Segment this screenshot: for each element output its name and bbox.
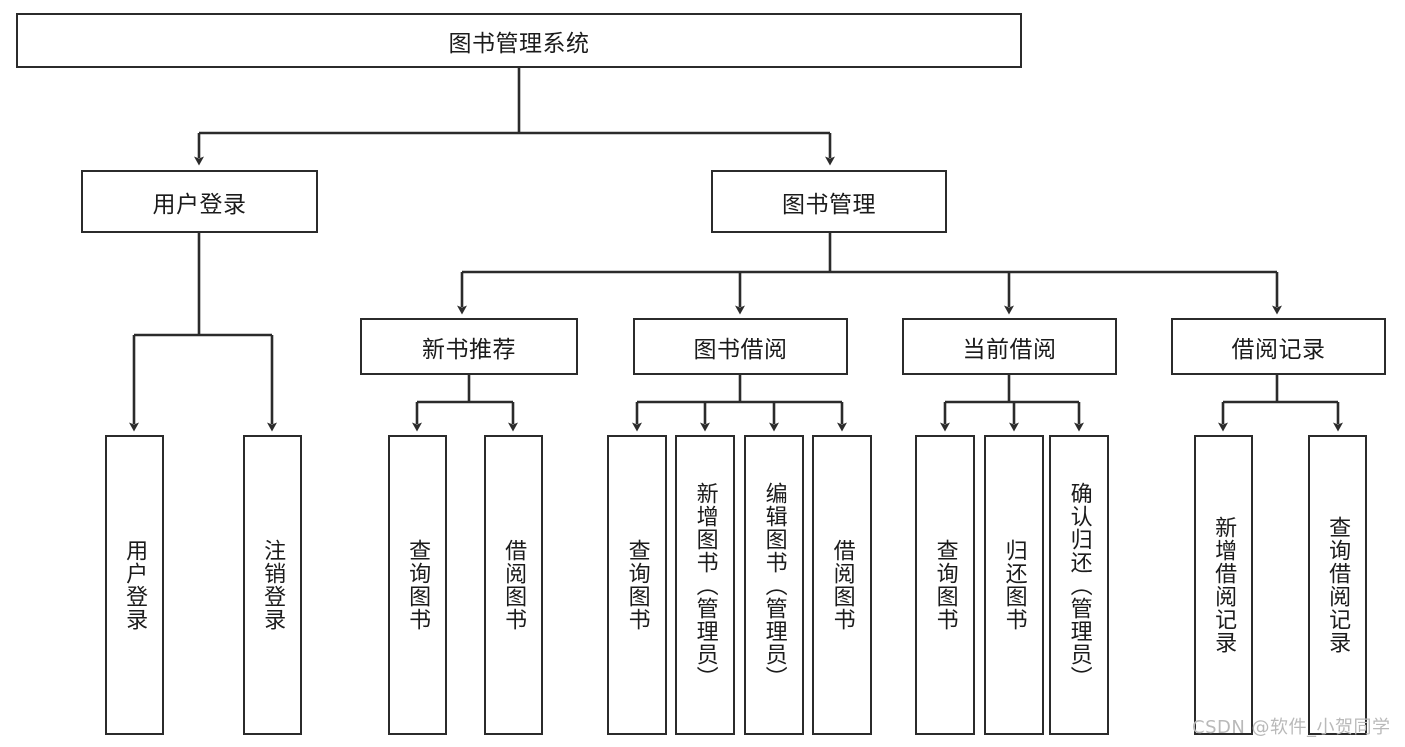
leaf-user-login-label: 用户登录 [122,539,148,631]
node-user-login[interactable]: 用户登录 [81,170,318,233]
leaf-query-book-recommend[interactable]: 查询图书 [388,435,447,735]
leaf-user-logout-label: 注销登录 [260,539,286,631]
node-new-book-recommend-label: 新书推荐 [422,336,516,363]
leaf-edit-book-admin-label: 编辑图书（管理员） [761,481,787,689]
node-book-management[interactable]: 图书管理 [711,170,947,233]
leaf-return-book-label: 归还图书 [1001,539,1027,631]
leaf-query-book-current-label: 查询图书 [932,539,958,631]
leaf-borrow-book-recommend-label: 借阅图书 [501,539,527,631]
node-new-book-recommend[interactable]: 新书推荐 [360,318,578,375]
node-book-borrow[interactable]: 图书借阅 [633,318,848,375]
leaf-add-book-admin[interactable]: 新增图书（管理员） [675,435,735,735]
node-book-management-label: 图书管理 [782,191,876,218]
leaf-borrow-book-recommend[interactable]: 借阅图书 [484,435,543,735]
leaf-add-borrow-record-label: 新增借阅记录 [1211,516,1237,654]
leaf-borrow-book-label: 借阅图书 [829,539,855,631]
node-root-label: 图书管理系统 [448,30,590,57]
leaf-add-book-admin-label: 新增图书（管理员） [692,481,718,689]
watermark: CSDN @软件_小贺同学 [1192,717,1391,738]
node-borrow-records[interactable]: 借阅记录 [1171,318,1386,375]
leaf-return-book[interactable]: 归还图书 [984,435,1044,735]
leaf-confirm-return-admin[interactable]: 确认归还（管理员） [1049,435,1109,735]
node-root[interactable]: 图书管理系统 [16,13,1022,68]
node-current-borrow-label: 当前借阅 [962,336,1057,363]
leaf-query-book-borrow[interactable]: 查询图书 [607,435,667,735]
leaf-query-borrow-record[interactable]: 查询借阅记录 [1308,435,1367,735]
leaf-query-borrow-record-label: 查询借阅记录 [1325,516,1351,654]
leaf-user-logout[interactable]: 注销登录 [243,435,302,735]
leaf-query-book-current[interactable]: 查询图书 [915,435,975,735]
node-borrow-records-label: 借阅记录 [1231,336,1326,363]
node-book-borrow-label: 图书借阅 [693,336,788,363]
leaf-user-login[interactable]: 用户登录 [105,435,164,735]
node-current-borrow[interactable]: 当前借阅 [902,318,1117,375]
node-user-login-label: 用户登录 [152,191,247,218]
leaf-query-book-recommend-label: 查询图书 [405,539,431,631]
leaf-query-book-borrow-label: 查询图书 [624,539,650,631]
leaf-add-borrow-record[interactable]: 新增借阅记录 [1194,435,1253,735]
leaf-borrow-book[interactable]: 借阅图书 [812,435,872,735]
leaf-edit-book-admin[interactable]: 编辑图书（管理员） [744,435,804,735]
leaf-confirm-return-admin-label: 确认归还（管理员） [1066,481,1092,689]
